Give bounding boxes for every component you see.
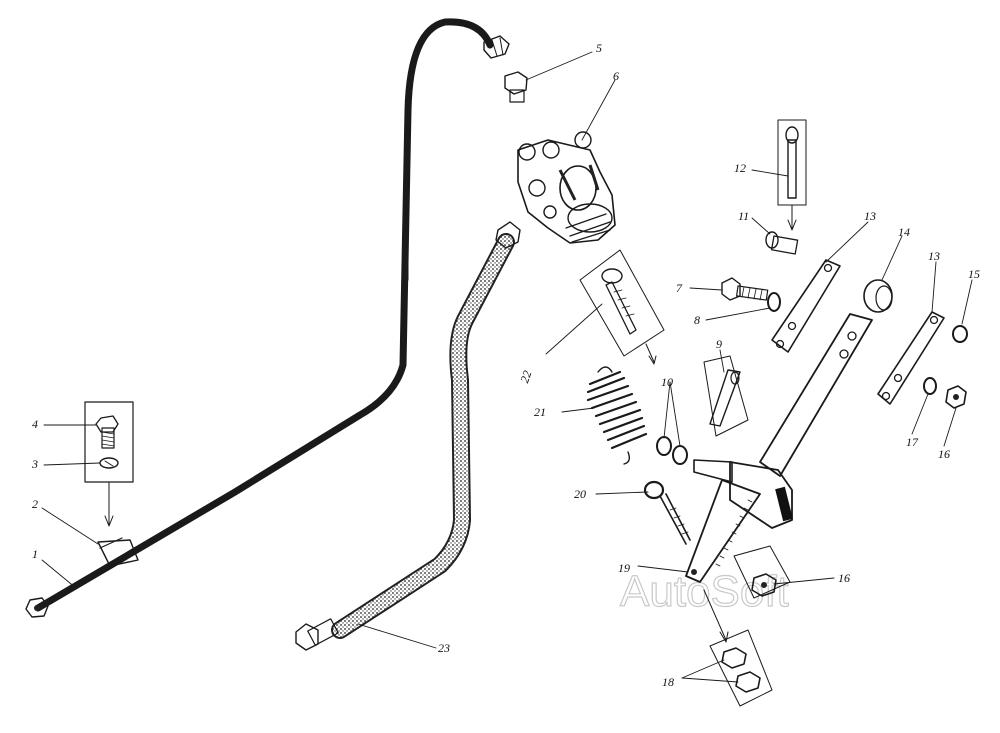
pedal-lever [685, 313, 873, 583]
part-16-nut-upper [945, 385, 967, 409]
arrow-to-clip [104, 481, 114, 527]
tube-end-nut-upper [483, 35, 510, 59]
part-15-washer [952, 325, 968, 343]
label-17: 17 [906, 435, 919, 449]
part-23-braided-hose [295, 221, 521, 651]
part-17-washer [923, 377, 937, 395]
label-20: 20 [574, 487, 586, 501]
label-4: 4 [32, 417, 38, 431]
part-9-cotter-pin [703, 355, 749, 437]
label-13b: 13 [928, 249, 940, 263]
label-1: 1 [32, 547, 38, 561]
label-6: 6 [613, 69, 619, 83]
label-12: 12 [734, 161, 746, 175]
label-8: 8 [694, 313, 700, 327]
part-3-washer [99, 457, 119, 469]
part-6-brake-valve [517, 131, 616, 244]
label-10: 10 [661, 375, 673, 389]
label-16a: 16 [938, 447, 950, 461]
part-13-link-left [771, 259, 841, 353]
part-1-brake-tube [25, 18, 510, 618]
part-22-clevis-pin [579, 249, 665, 365]
label-15: 15 [968, 267, 980, 281]
part-5-fitting [504, 71, 528, 103]
part-4-bolt [84, 401, 134, 483]
part-14-roller [863, 279, 893, 313]
label-9: 9 [716, 337, 722, 351]
label-13a: 13 [864, 209, 876, 223]
part-labels: 1 2 3 4 5 6 7 8 9 10 11 12 13 13 14 15 1… [31, 41, 980, 689]
label-18: 18 [662, 675, 674, 689]
label-16b: 16 [838, 571, 850, 585]
label-21: 21 [534, 405, 546, 419]
leader-lines [41, 51, 973, 683]
tube-end-nut-lower [25, 597, 49, 618]
part-18-nuts [703, 589, 773, 707]
part-21-spring [586, 366, 648, 465]
label-22: 22 [517, 369, 534, 385]
part-10-washers [656, 436, 688, 465]
part-13-link-right [877, 311, 945, 405]
label-19: 19 [618, 561, 630, 575]
part-7-bolt [721, 277, 769, 301]
part-20-eye-bolt [643, 480, 691, 545]
label-5: 5 [596, 41, 602, 55]
label-2: 2 [32, 497, 38, 511]
label-7: 7 [676, 281, 683, 295]
label-14: 14 [898, 225, 910, 239]
part-11-pin [765, 231, 799, 255]
part-12-cotter-pin [777, 119, 807, 231]
part-2-clip [97, 537, 139, 567]
part-8-washer [767, 292, 781, 312]
label-3: 3 [31, 457, 38, 471]
label-11: 11 [738, 209, 749, 223]
label-23: 23 [438, 641, 450, 655]
